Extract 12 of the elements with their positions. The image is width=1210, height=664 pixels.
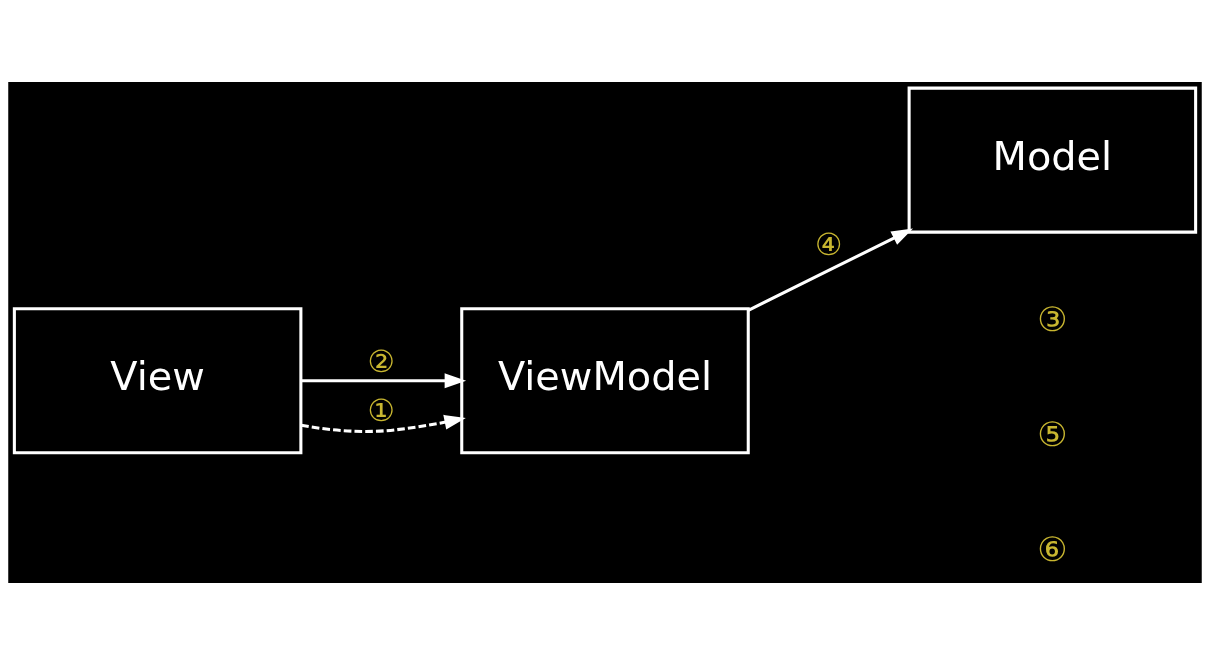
label: ⑤ (1037, 414, 1068, 454)
label: ③ (1037, 299, 1068, 339)
arrow (747, 228, 913, 312)
edge-label: ① (367, 392, 396, 428)
node-box: Model (907, 86, 1198, 234)
arrow (300, 372, 467, 388)
node-box: View (12, 306, 303, 454)
edge-label: ④ (814, 226, 843, 262)
label: ⑥ (1037, 529, 1068, 569)
arrow (300, 414, 466, 433)
node-box: ViewModel (460, 306, 750, 454)
edge-label: ② (367, 343, 396, 379)
